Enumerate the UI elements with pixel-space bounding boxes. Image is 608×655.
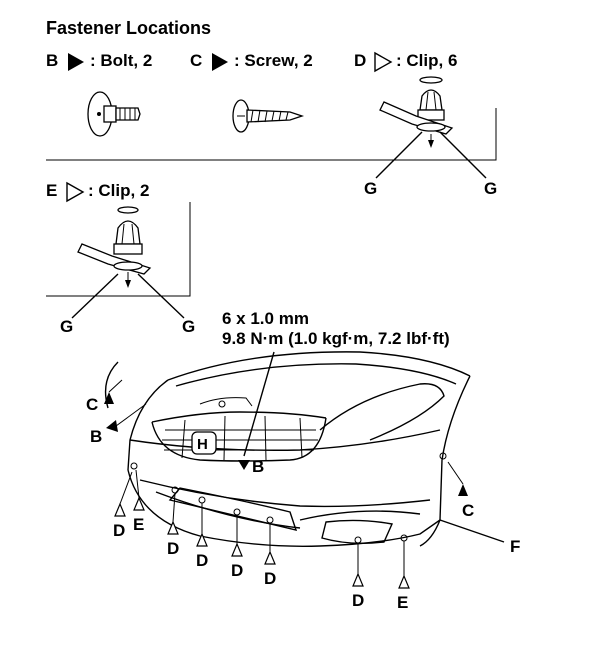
solid-arrow-icon <box>106 420 118 432</box>
legend-clip-d-letter: D <box>354 51 366 70</box>
callout-e: E <box>133 515 144 534</box>
clip-mark <box>233 508 241 516</box>
clip-mark <box>266 516 274 524</box>
callout-c: C <box>86 395 98 414</box>
callout-d: D <box>167 539 179 558</box>
leader-line <box>243 351 275 457</box>
outline-arrow-icon <box>133 496 145 511</box>
callout-c: C <box>462 501 474 520</box>
clip-d-icon <box>379 76 454 148</box>
bolt-icon <box>87 91 141 137</box>
legend-screw-label: : Screw, 2 <box>234 51 313 70</box>
legend-box-border <box>46 108 497 161</box>
clip-mark <box>198 496 206 504</box>
leader-line <box>439 519 505 543</box>
torque-value: 9.8 N·m (1.0 kgf·m, 7.2 lbf·ft) <box>222 329 450 348</box>
leader-line <box>137 273 185 319</box>
callout-g: G <box>484 179 497 198</box>
leader-line <box>439 131 487 179</box>
outline-arrow-icon <box>352 572 364 587</box>
callout-d: D <box>264 569 276 588</box>
outline-arrow-icon <box>231 542 243 557</box>
solid-arrow-icon <box>458 484 468 496</box>
callout-b: B <box>90 427 102 446</box>
legend-bolt-letter: B <box>46 51 58 70</box>
screw-icon <box>232 99 305 133</box>
legend-bolt-label: : Bolt, 2 <box>90 51 152 70</box>
leader-line <box>71 273 119 319</box>
solid-arrow-icon <box>238 460 250 470</box>
outline-arrow-icon <box>114 502 126 517</box>
torque-size: 6 x 1.0 mm <box>222 309 309 328</box>
callout-g: G <box>60 317 73 336</box>
outline-triangle-icon <box>374 51 393 73</box>
legend-clip-d-label: : Clip, 6 <box>396 51 457 70</box>
solid-triangle-icon <box>68 53 84 71</box>
callout-d: D <box>352 591 364 610</box>
outline-arrow-icon <box>196 532 208 547</box>
legend-clip-e-label: : Clip, 2 <box>88 181 149 200</box>
callout-b: B <box>252 457 264 476</box>
outline-arrow-icon <box>398 574 410 589</box>
callout-d: D <box>231 561 243 580</box>
callout-g: G <box>182 317 195 336</box>
front-bumper: H <box>104 351 471 547</box>
outline-arrow-icon <box>264 550 276 565</box>
callout-d: D <box>196 551 208 570</box>
diagram-title: Fastener Locations <box>46 18 211 38</box>
solid-triangle-icon <box>212 53 228 71</box>
clip-e-icon <box>77 206 152 288</box>
clip-mark <box>130 462 138 470</box>
legend-clip-e-letter: E <box>46 181 57 200</box>
callout-e: E <box>397 593 408 612</box>
leader-line <box>375 131 423 179</box>
outline-arrow-icon <box>167 520 179 535</box>
callout-g: G <box>364 179 377 198</box>
callout-d: D <box>113 521 125 540</box>
callout-f: F <box>510 537 520 556</box>
solid-arrow-icon <box>104 392 114 404</box>
clip-mark <box>354 536 362 544</box>
screw-mark <box>439 452 447 460</box>
legend-screw-letter: C <box>190 51 202 70</box>
svg-text:H: H <box>197 436 208 453</box>
outline-triangle-icon <box>66 181 85 203</box>
